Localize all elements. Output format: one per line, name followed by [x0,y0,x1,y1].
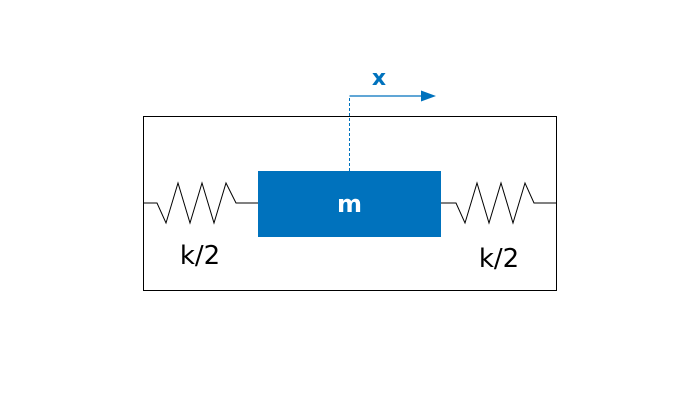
mass-label: m [337,190,362,218]
right-spring [441,181,557,225]
left-spring [143,181,258,225]
displacement-arrow-head-icon [421,90,436,102]
left-spring-label: k/2 [180,241,220,271]
right-spring-label: k/2 [479,244,519,274]
displacement-label: x [372,66,386,91]
mass-block [258,171,441,237]
